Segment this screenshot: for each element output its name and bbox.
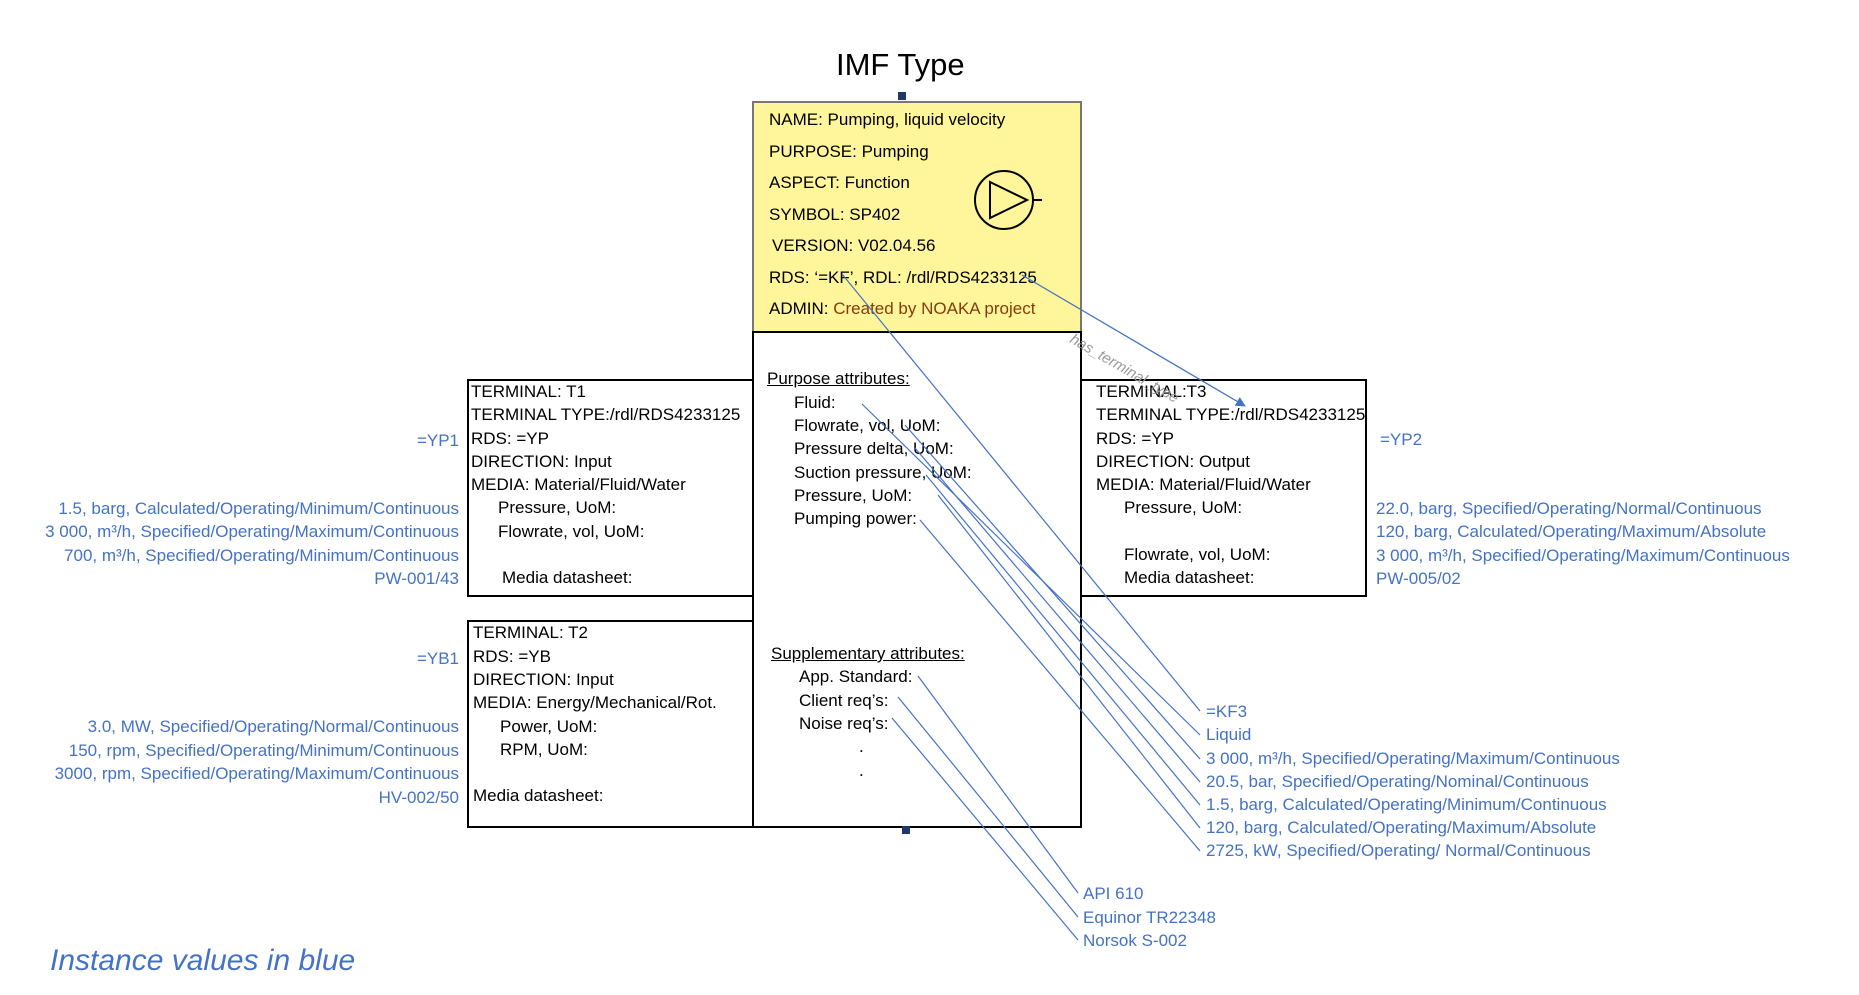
type-name: NAME: Pumping, liquid velocity <box>769 110 1006 129</box>
type-purpose: PURPOSE: Pumping <box>769 142 929 161</box>
t2-instance-value: 3.0, MW, Specified/Operating/Normal/Cont… <box>87 717 459 736</box>
t2-rds: RDS: =YB <box>473 647 551 666</box>
type-admin-value: Created by NOAKA project <box>833 299 1036 318</box>
t1-datasheet: Media datasheet: <box>502 568 633 587</box>
line-pumping-power <box>919 519 1201 852</box>
t1-media: MEDIA: Material/Fluid/Water <box>471 475 686 494</box>
t3-terminal-type: TERMINAL TYPE:/rdl/RDS4233125 <box>1096 405 1366 424</box>
t2-instance-value: 3000, rpm, Specified/Operating/Maximum/C… <box>54 764 459 783</box>
purpose-attr-pressure-delta: Pressure delta, UoM: <box>794 439 954 458</box>
supp-attr-ellipsis-1: . <box>859 737 864 756</box>
has-terminal-type-arrow <box>1021 274 1246 407</box>
t1-instance-rds: =YP1 <box>416 431 459 450</box>
t2-datasheet: Media datasheet: <box>473 786 604 805</box>
t1-pressure: Pressure, UoM: <box>498 498 617 517</box>
t3-instance-rds: =YP2 <box>1380 430 1423 449</box>
t3-media: MEDIA: Material/Fluid/Water <box>1096 475 1311 494</box>
terminal-t2-box <box>467 620 754 828</box>
purpose-instance-value: Liquid <box>1206 725 1252 744</box>
t1-rds: RDS: =YP <box>471 429 549 448</box>
supp-attr-noise-reqs: Noise req’s: <box>799 714 889 733</box>
supp-instance-value: Norsok S-002 <box>1083 931 1187 950</box>
line-suction-pressure <box>925 474 1201 806</box>
terminal-t1-box <box>467 379 754 597</box>
t1-instance-value: 3 000, m³/h, Specified/Operating/Maximum… <box>45 522 459 541</box>
t3-terminal: TERMINAL:T3 <box>1096 382 1207 401</box>
t1-direction: DIRECTION: Input <box>471 452 612 471</box>
t2-rpm: RPM, UoM: <box>500 740 588 759</box>
line-flowrate <box>904 424 1201 760</box>
line-app-standard <box>917 675 1079 894</box>
supp-attr-client-reqs: Client req’s: <box>799 691 889 710</box>
line-noise-reqs <box>891 717 1079 941</box>
t3-flowrate: Flowrate, vol, UoM: <box>1124 545 1271 564</box>
t1-flowrate: Flowrate, vol, UoM: <box>498 522 645 541</box>
supp-instance-value: API 610 <box>1083 884 1144 903</box>
top-handle <box>898 92 906 100</box>
purpose-attr-flowrate: Flowrate, vol, UoM: <box>794 416 941 435</box>
t2-power: Power, UoM: <box>500 717 598 736</box>
t2-instance-value: 150, rpm, Specified/Operating/Minimum/Co… <box>68 741 459 760</box>
line-rds-kf3 <box>841 273 1201 712</box>
footer-note: Instance values in blue <box>50 944 356 977</box>
t3-instance-datasheet: PW-005/02 <box>1376 569 1461 588</box>
type-version: VERSION: V02.04.56 <box>772 236 936 255</box>
supp-attr-ellipsis-2: . <box>859 761 864 780</box>
t1-instance-value: 1.5, barg, Calculated/Operating/Minimum/… <box>58 499 459 518</box>
purpose-attr-fluid: Fluid: <box>794 393 836 412</box>
line-fluid-liquid <box>861 403 1201 736</box>
t3-direction: DIRECTION: Output <box>1096 452 1250 471</box>
t3-datasheet: Media datasheet: <box>1124 568 1255 587</box>
purpose-instance-value: 2725, kW, Specified/Operating/ Normal/Co… <box>1206 841 1591 860</box>
t3-instance-value: 3 000, m³/h, Specified/Operating/Maximum… <box>1376 546 1790 565</box>
type-aspect: ASPECT: Function <box>769 173 910 192</box>
bottom-handle <box>902 826 910 834</box>
purpose-attr-pressure: Pressure, UoM: <box>794 486 913 505</box>
purpose-instance-value: 20.5, bar, Specified/Operating/Nominal/C… <box>1206 772 1589 791</box>
t2-instance-datasheet: HV-002/50 <box>378 788 459 807</box>
purpose-instance-value: 120, barg, Calculated/Operating/Maximum/… <box>1206 818 1597 837</box>
t2-instance-rds: =YB1 <box>416 649 459 668</box>
supp-attr-app-standard: App. Standard: <box>799 667 913 686</box>
t3-rds: RDS: =YP <box>1096 429 1174 448</box>
type-rds: RDS: ‘=KF’, RDL: /rdl/RDS4233125 <box>769 268 1037 287</box>
type-admin: ADMIN: Created by NOAKA project <box>769 297 1035 320</box>
terminal-t3-box <box>1080 379 1367 597</box>
t3-instance-value: 22.0, barg, Specified/Operating/Normal/C… <box>1376 499 1762 518</box>
t2-direction: DIRECTION: Input <box>473 670 614 689</box>
t2-media: MEDIA: Energy/Mechanical/Rot. <box>473 693 717 712</box>
line-pressure-delta <box>914 447 1201 783</box>
line-pressure <box>937 494 1201 829</box>
diagram-title: IMF Type <box>836 47 965 82</box>
t1-terminal-type: TERMINAL TYPE:/rdl/RDS4233125 <box>471 405 741 424</box>
pump-symbol-icon <box>974 170 1042 230</box>
supplementary-value-lines <box>891 675 1079 941</box>
purpose-instance-value: =KF3 <box>1206 702 1248 721</box>
type-admin-label: ADMIN: <box>769 299 829 318</box>
supp-instance-value: Equinor TR22348 <box>1083 908 1216 927</box>
purpose-attr-pumping-power: Pumping power: <box>794 509 917 528</box>
t1-instance-datasheet: PW-001/43 <box>374 569 459 588</box>
purpose-attributes-heading: Purpose attributes: <box>767 369 910 388</box>
t2-terminal: TERMINAL: T2 <box>473 623 588 642</box>
t3-instance-value: 120, barg, Calculated/Operating/Maximum/… <box>1376 522 1767 541</box>
type-symbol: SYMBOL: SP402 <box>769 205 901 224</box>
t3-pressure: Pressure, UoM: <box>1124 498 1243 517</box>
supplementary-attributes-heading: Supplementary attributes: <box>771 644 965 663</box>
t1-instance-value: 700, m³/h, Specified/Operating/Minimum/C… <box>64 546 459 565</box>
purpose-instance-value: 3 000, m³/h, Specified/Operating/Maximum… <box>1206 749 1620 768</box>
line-client-reqs <box>897 696 1079 918</box>
purpose-instance-value: 1.5, barg, Calculated/Operating/Minimum/… <box>1206 795 1607 814</box>
purpose-value-lines <box>841 273 1201 852</box>
t1-terminal: TERMINAL: T1 <box>471 382 586 401</box>
